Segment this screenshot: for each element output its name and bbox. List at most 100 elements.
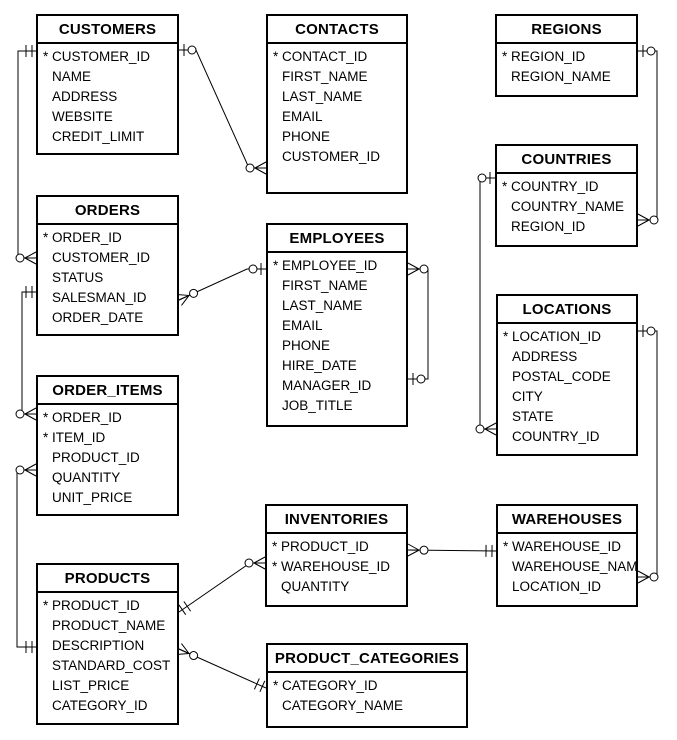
- field-name: WAREHOUSE_NAME: [512, 559, 636, 574]
- relationship-customers-contacts: [179, 44, 267, 175]
- field-row: QUANTITY: [267, 577, 406, 597]
- entity-title: COUNTRIES: [497, 146, 636, 174]
- field-name: COUNTRY_NAME: [511, 199, 625, 214]
- relationship-segment: [181, 643, 190, 654]
- relationship-line: [638, 50, 658, 221]
- relationship-segment: [24, 413, 37, 421]
- relationship-line: [21, 291, 36, 415]
- entity-title: LOCATIONS: [498, 296, 636, 324]
- pk-marker: *: [272, 539, 278, 554]
- field-row: PHONE: [268, 336, 406, 356]
- pk-marker: *: [503, 539, 509, 554]
- field-row: WEBSITE: [38, 107, 177, 127]
- entity-title: CONTACTS: [268, 16, 406, 44]
- relationship-segment: [253, 678, 260, 690]
- field-name: FIRST_NAME: [282, 69, 368, 84]
- cardinality-circle: [15, 409, 25, 419]
- cardinality-circle: [419, 264, 429, 274]
- relationship-segment: [407, 268, 420, 276]
- pk-marker: *: [273, 258, 279, 273]
- pk-marker: *: [43, 410, 49, 425]
- field-name: SALESMAN_ID: [52, 290, 147, 305]
- relationship-countries-locations: [475, 172, 497, 436]
- relationship-segment: [253, 556, 266, 564]
- field-row: REGION_NAME: [497, 67, 636, 87]
- field-name: ADDRESS: [52, 89, 118, 104]
- relationship-segment: [407, 543, 420, 551]
- field-name: CITY: [512, 389, 543, 404]
- entity-locations: LOCATIONS *LOCATION_ID ADDRESS POSTAL_CODE…: [496, 294, 638, 456]
- cardinality-circle: [416, 374, 426, 384]
- field-name: LOCATION_ID: [512, 579, 602, 594]
- relationship-inventories-warehouses: [407, 543, 497, 557]
- pk-marker: *: [273, 678, 279, 693]
- relationship-segment: [637, 576, 650, 584]
- field-name: UNIT_PRICE: [52, 490, 133, 505]
- field-name: ADDRESS: [512, 349, 578, 364]
- relationship-line: [179, 49, 266, 169]
- field-name: ORDER_ID: [52, 230, 122, 245]
- field-row: POSTAL_CODE: [498, 367, 636, 387]
- relationship-segment: [407, 549, 420, 557]
- relationship-line: [178, 268, 266, 301]
- field-name: REGION_ID: [511, 219, 586, 234]
- field-row: COUNTRY_NAME: [497, 197, 636, 217]
- field-name: CUSTOMER_ID: [52, 49, 151, 64]
- field-name: LAST_NAME: [282, 89, 363, 104]
- field-row: STANDARD_COST: [38, 656, 177, 676]
- relationship-segment: [183, 601, 192, 612]
- field-row: ADDRESS: [498, 347, 636, 367]
- relationship-segment: [637, 570, 650, 578]
- field-row: *EMPLOYEE_ID: [268, 256, 406, 276]
- field-row: *CONTACT_ID: [268, 47, 406, 67]
- field-name: QUANTITY: [281, 579, 350, 594]
- pk-marker: *: [43, 230, 49, 245]
- field-name: COUNTRY_ID: [512, 429, 600, 444]
- field-name: CONTACT_ID: [282, 49, 368, 64]
- relationship-segment: [181, 295, 190, 306]
- field-row: JOB_TITLE: [268, 396, 406, 416]
- relationship-segment: [24, 469, 37, 477]
- relationship-segment: [259, 680, 266, 693]
- field-row: *ORDER_ID: [38, 408, 177, 428]
- pk-marker: *: [43, 49, 49, 64]
- field-row: WAREHOUSE_NAME: [498, 557, 636, 577]
- field-row: *PRODUCT_ID: [267, 537, 406, 557]
- cardinality-circle: [245, 163, 255, 173]
- field-name: WAREHOUSE_ID: [281, 559, 391, 574]
- cardinality-circle: [649, 572, 659, 582]
- field-row: LOCATION_ID: [498, 577, 636, 597]
- field-row: COUNTRY_ID: [498, 427, 636, 447]
- relationship-products-product-categories: [176, 643, 267, 693]
- field-name: REGION_NAME: [511, 69, 611, 84]
- cardinality-circle: [475, 424, 485, 434]
- field-row: *LOCATION_ID: [498, 327, 636, 347]
- relationship-line: [16, 469, 36, 648]
- relationship-segment: [24, 463, 37, 471]
- relationship-orders-order-items: [15, 286, 37, 421]
- pk-marker: *: [273, 49, 279, 64]
- field-row: CITY: [498, 387, 636, 407]
- relationship-line: [178, 562, 265, 613]
- cardinality-circle: [646, 326, 656, 336]
- relationship-line: [408, 268, 429, 380]
- field-name: EMAIL: [282, 318, 323, 333]
- relationship-segment: [637, 219, 650, 227]
- field-name: NAME: [52, 69, 92, 84]
- field-name: QUANTITY: [52, 470, 121, 485]
- entity-title: PRODUCT_CATEGORIES: [268, 645, 466, 673]
- field-name: CATEGORY_ID: [52, 698, 148, 713]
- entity-title: INVENTORIES: [267, 506, 406, 534]
- field-row: NAME: [38, 67, 177, 87]
